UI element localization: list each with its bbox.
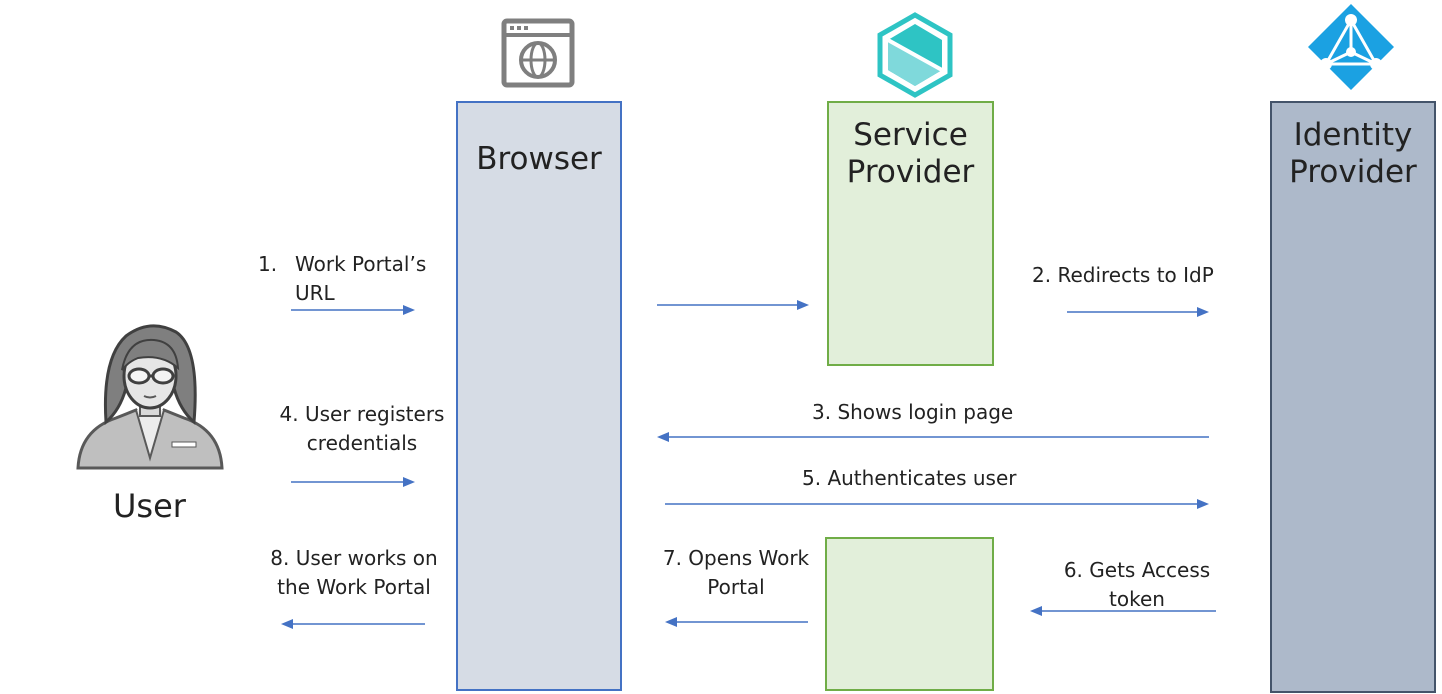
browser-to-sp-arrow: [657, 298, 809, 312]
identity-provider-title: Identity Provider: [1289, 117, 1417, 191]
step-6-label: 6. Gets Access token: [1063, 558, 1211, 611]
step-7-label: 7. Opens Work Portal: [662, 546, 810, 599]
step-2-label: 2. Redirects to IdP: [1032, 263, 1214, 287]
step-3-label: 3. Shows login page: [812, 400, 1014, 424]
step-8-label: 8. User works on the Work Portal: [270, 546, 438, 599]
step-4-label: 4. User registers credentials: [279, 402, 445, 455]
step-8-arrow: [281, 617, 425, 631]
azure-ad-pyramid-icon: [1306, 2, 1396, 92]
browser-lane: Browser: [456, 101, 622, 691]
user-avatar-icon: [76, 318, 224, 474]
step-7-arrow: [665, 615, 808, 629]
step-5-arrow: [665, 497, 1209, 511]
step-3-arrow: [657, 430, 1209, 444]
step-1-arrow: [291, 303, 415, 317]
step-1-number: 1.: [258, 252, 278, 276]
browser-globe-icon: [500, 17, 576, 89]
step-1-label: Work Portal’s URL: [295, 252, 427, 305]
identity-provider-lane: Identity Provider: [1270, 101, 1436, 693]
step-6-arrow: [1030, 604, 1216, 618]
user-label: User: [113, 487, 186, 525]
service-provider-title: Service Provider: [846, 117, 975, 191]
service-provider-box-lower: [825, 537, 994, 691]
service-provider-box: Service Provider: [827, 101, 994, 366]
step-4-arrow: [291, 475, 415, 489]
step-2-arrow: [1067, 305, 1209, 319]
step-5-label: 5. Authenticates user: [802, 466, 1017, 490]
hexagon-app-icon: [875, 12, 955, 98]
browser-lane-title: Browser: [476, 141, 602, 177]
